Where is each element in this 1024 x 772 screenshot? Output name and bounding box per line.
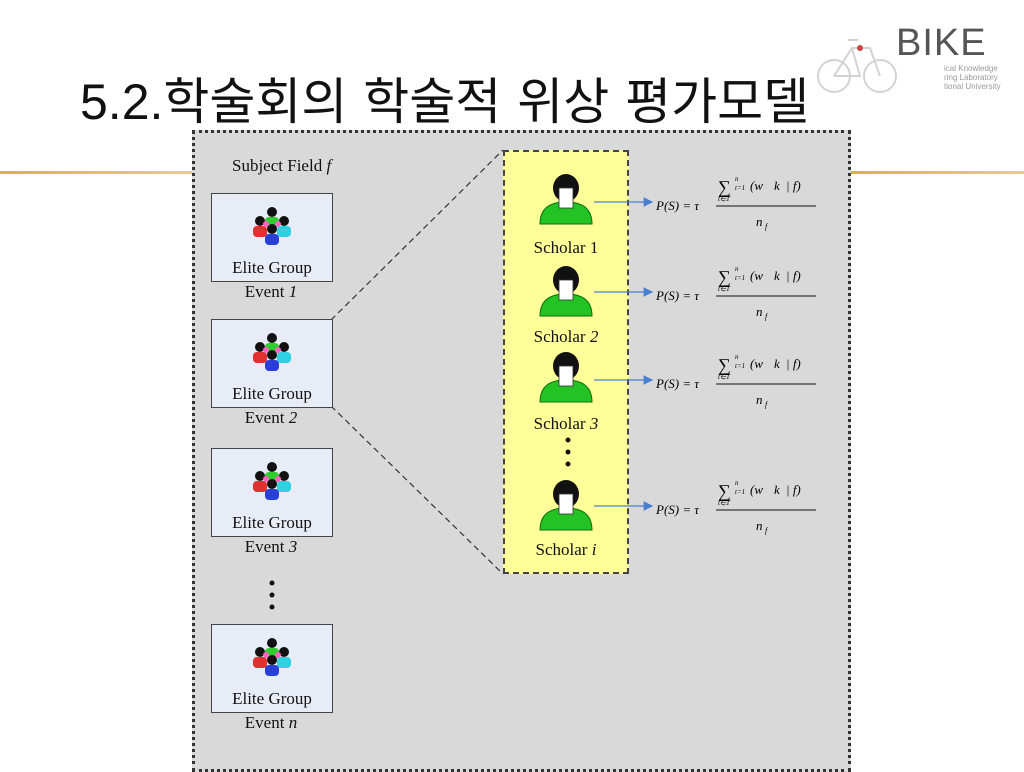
elite-group-icon: [253, 333, 291, 371]
formula-sum-bottom: t=1: [735, 362, 745, 370]
scholar-label: Scholar 1: [503, 238, 629, 258]
event-name: Event 2: [211, 408, 331, 428]
formula-denominator-sub: f: [765, 222, 769, 231]
logo-sub-line: ring Laboratory: [944, 73, 998, 82]
event-group-label: Elite Group: [232, 384, 312, 403]
formula-numerator: (w: [750, 178, 763, 193]
formula-numerator: (w: [750, 356, 763, 371]
logo-subtitle: ical Knowledge ring Laboratory tional Un…: [944, 64, 1024, 91]
subject-field-text: Subject Field: [232, 156, 323, 175]
formula-denominator: n: [756, 214, 763, 229]
event-id: 1: [288, 282, 298, 301]
formula-denominator-sub: f: [765, 526, 769, 535]
scholar-label: Scholar 3: [503, 414, 629, 434]
formula-sum-sub: t∈T: [718, 499, 731, 507]
formula-sum-sub: t∈T: [718, 285, 731, 293]
formula-sum-top: n: [735, 353, 739, 361]
formula-lhs: P(S) = τ: [656, 376, 700, 391]
formula: P(S) = τ ∑ n t=1 t∈T (w k | f) n f: [656, 265, 816, 321]
scholar-word: Scholar: [535, 540, 588, 559]
event-group-label: Elite Group: [232, 258, 312, 277]
formula-denominator: n: [756, 518, 763, 533]
scholar-word: Scholar: [533, 327, 586, 346]
formula: P(S) = τ ∑ n t=1 t∈T (w k | f) n f: [656, 353, 816, 409]
formula-numerator-rest: k: [774, 482, 780, 497]
formula: P(S) = τ ∑ n t=1 t∈T (w k | f) n f: [656, 479, 816, 535]
event-name: Event 3: [211, 537, 331, 557]
scholar-word: Scholar: [533, 238, 586, 257]
formula-sum: ∑: [718, 481, 731, 501]
title-number: 5.2.: [80, 74, 164, 130]
scholar-id: i: [591, 540, 597, 559]
formula: P(S) = τ ∑ n t=1 t∈T (w k | f) n f: [656, 175, 816, 231]
formula-sum-top: n: [735, 265, 739, 273]
event-id: 3: [288, 537, 298, 556]
event-word: Event: [244, 713, 285, 732]
formula-numerator-rest: k: [774, 268, 780, 283]
formula-numerator-tail: | f): [786, 268, 801, 283]
formula-sum-sub: t∈T: [718, 373, 731, 381]
logo-sub-line: tional University: [944, 82, 1001, 91]
elite-group-icon: [253, 638, 291, 676]
formula-denominator: n: [756, 304, 763, 319]
formula-sum-bottom: t=1: [735, 184, 745, 192]
title-rule-left: [0, 171, 192, 174]
formula-denominator-sub: f: [765, 400, 769, 409]
formula-numerator: (w: [750, 268, 763, 283]
formula-sum-sub: t∈T: [718, 195, 731, 203]
event-box-1: Elite Group: [211, 193, 333, 282]
scholar-id: 1: [589, 238, 599, 257]
formula-sum-top: n: [735, 479, 739, 487]
formula-denominator-sub: f: [765, 312, 769, 321]
elite-group-icon: [253, 462, 291, 500]
event-name: Event 1: [211, 282, 331, 302]
event-box-3: Elite Group: [211, 448, 333, 537]
formula-numerator-rest: k: [774, 356, 780, 371]
formula-numerator-rest: k: [774, 178, 780, 193]
title-rule-right: [848, 171, 1024, 174]
title-text: 학술회의 학술적 위상 평가모델: [163, 73, 810, 131]
formula-sum: ∑: [718, 267, 731, 287]
formula-sum: ∑: [718, 177, 731, 197]
formula-lhs: P(S) = τ: [656, 288, 700, 303]
scholar-id: 3: [589, 414, 599, 433]
formula-lhs: P(S) = τ: [656, 198, 700, 213]
formula-sum-bottom: t=1: [735, 488, 745, 496]
subject-field-var: f: [326, 156, 332, 175]
formula-denominator: n: [756, 392, 763, 407]
formula-sum: ∑: [718, 355, 731, 375]
scholars-zoom-box: [503, 150, 629, 574]
event-box-n: Elite Group: [211, 624, 333, 713]
event-word: Event: [244, 282, 285, 301]
scholar-id: 2: [589, 327, 599, 346]
slide-title: 5.2.학술회의 학술적 위상 평가모델: [80, 62, 809, 134]
logo-brand: BIKE: [896, 22, 987, 64]
formula-sum-bottom: t=1: [735, 274, 745, 282]
event-name: Event n: [211, 713, 331, 733]
bike-logo-icon: [817, 39, 897, 93]
formula-lhs: P(S) = τ: [656, 502, 700, 517]
scholar-label: Scholar i: [503, 540, 629, 560]
logo-sub-line: ical Knowledge: [944, 64, 998, 73]
formula-sum-top: n: [735, 175, 739, 183]
event-id: n: [288, 713, 298, 732]
formula-numerator: (w: [750, 482, 763, 497]
event-group-label: Elite Group: [232, 513, 312, 532]
event-id: 2: [288, 408, 298, 427]
event-group-label: Elite Group: [232, 689, 312, 708]
subject-field-label: Subject Field f: [232, 156, 331, 176]
elite-group-icon: [253, 207, 291, 245]
scholar-word: Scholar: [533, 414, 586, 433]
event-word: Event: [244, 408, 285, 427]
formula-numerator-tail: | f): [786, 482, 801, 497]
event-word: Event: [244, 537, 285, 556]
formula-numerator-tail: | f): [786, 356, 801, 371]
formula-numerator-tail: | f): [786, 178, 801, 193]
scholar-label: Scholar 2: [503, 327, 629, 347]
event-box-2: Elite Group: [211, 319, 333, 408]
